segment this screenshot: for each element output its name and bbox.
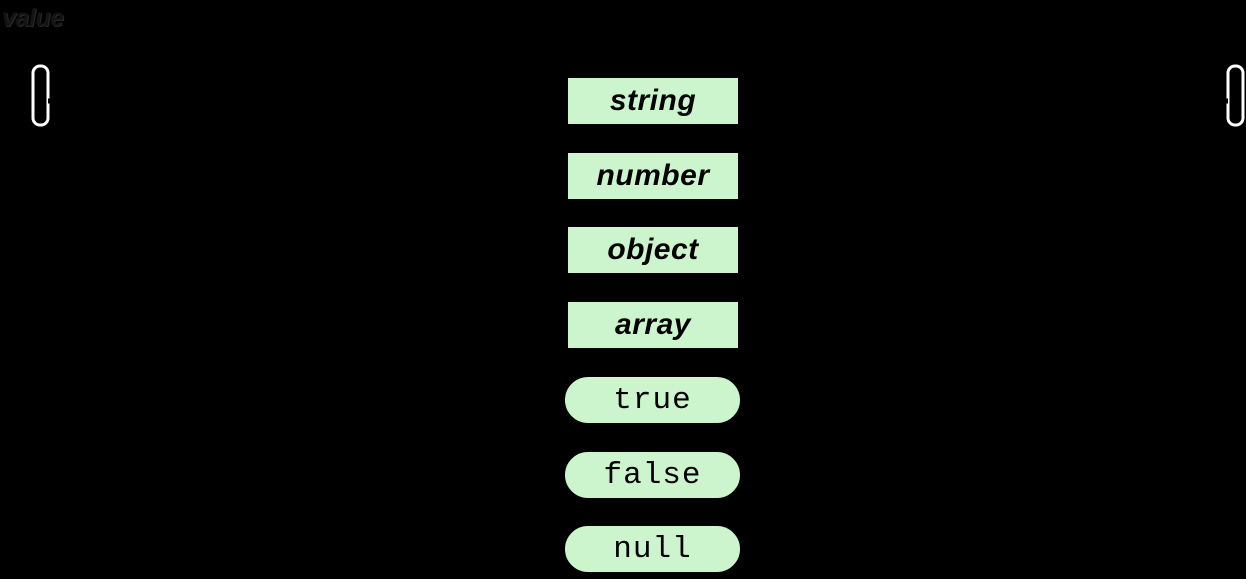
alternative-box-number[interactable]: [564, 149, 746, 207]
rail-network: [31, 64, 1245, 552]
rail-core: [48, 98, 1228, 552]
exit-marker: [1226, 64, 1245, 127]
alternative-box-object[interactable]: [564, 223, 746, 281]
alternative-box-array[interactable]: [564, 298, 746, 356]
alternative-boxes: [561, 74, 746, 579]
alternative-box-null[interactable]: [561, 522, 746, 579]
alternative-box-string[interactable]: [564, 74, 746, 132]
entry-marker: [31, 64, 50, 127]
alternative-box-false[interactable]: [561, 448, 746, 506]
alternative-box-true[interactable]: [561, 373, 746, 431]
diagram-title: value: [2, 4, 64, 32]
